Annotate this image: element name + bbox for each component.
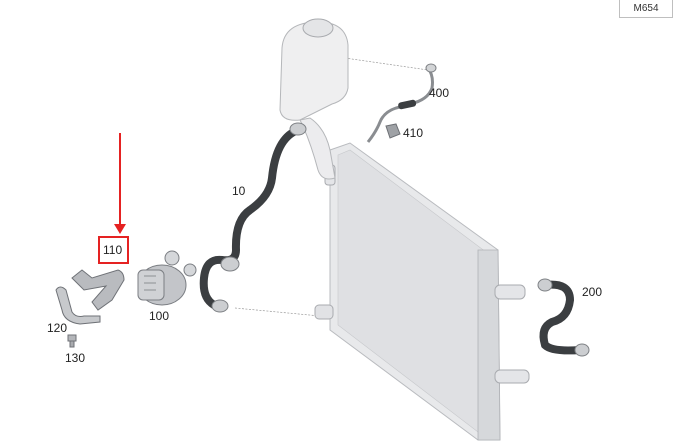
label-part-120[interactable]: 120 [47,321,68,335]
label-part-200[interactable]: 200 [582,285,603,299]
highlight-box [98,236,129,264]
label-part-110[interactable]: 110 [103,243,123,257]
bolt-130 [67,334,77,348]
label-part-400[interactable]: 400 [429,86,450,100]
expansion-tank [279,18,349,180]
bracket-110 [71,269,125,311]
label-part-10[interactable]: 10 [232,184,246,198]
coolant-hose-10 [199,126,302,309]
model-code: M654 [619,0,673,18]
bracket-120 [55,286,101,325]
highlight-arrow [114,133,126,234]
leader-lines [234,56,429,317]
radiator [314,142,530,441]
label-part-130[interactable]: 130 [65,351,86,365]
label-part-410[interactable]: 410 [403,126,424,140]
label-part-100[interactable]: 100 [149,309,170,323]
water-pump-100 [137,250,197,306]
clip-410 [385,123,401,139]
coolant-hose-200 [539,280,584,355]
